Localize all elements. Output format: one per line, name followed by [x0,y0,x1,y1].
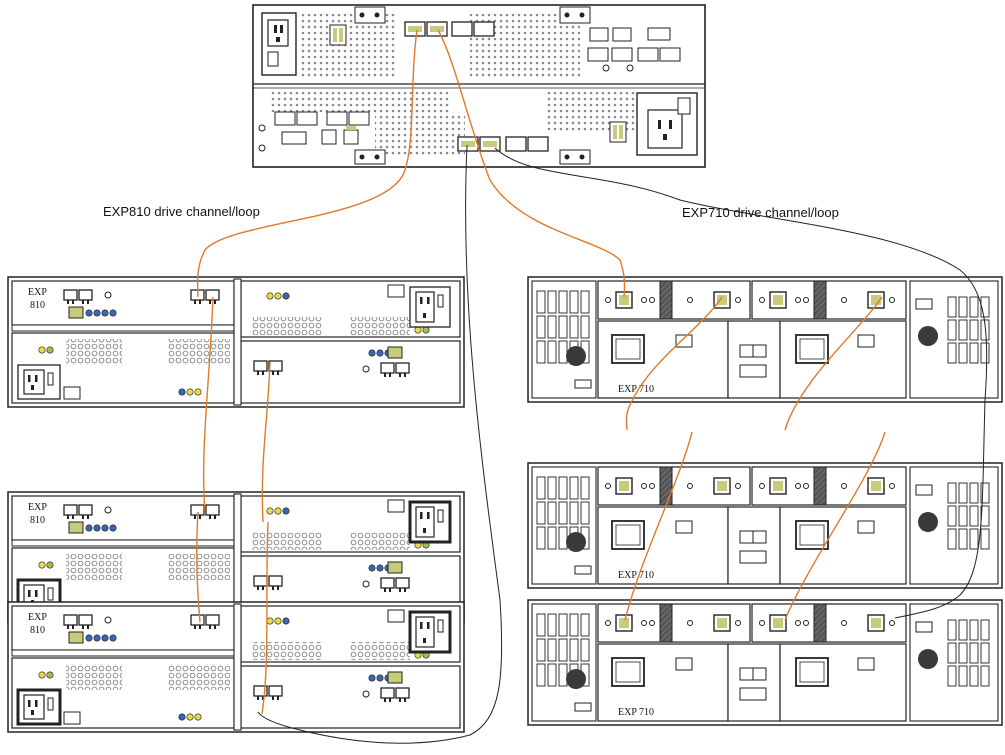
sfp-port-icon [615,477,633,495]
orange-cables [196,29,886,715]
power-connector-icon [261,12,297,76]
vent-grille-icon [947,619,990,687]
sfp-port-icon [769,614,787,632]
exp710-model-label: EXP 710 [618,384,654,395]
power-connector-icon [16,688,62,726]
power-connector-icon [408,500,452,544]
sfp-port-icon [713,614,731,632]
led-icon [38,634,202,721]
exp710-model-label: EXP 710 [618,570,654,581]
sfp-port-icon [63,504,410,592]
exp810-model-number: 810 [30,625,45,636]
exp810-enclosure: EXP 810 [7,276,465,408]
sfp-port-icon [713,291,731,309]
sfp-port-icon [867,614,885,632]
vent-grille-icon [536,476,590,550]
exp810-channel-label: EXP810 drive channel/loop [103,204,260,219]
vent-grille-icon [947,296,990,364]
led-icon [266,292,430,357]
exp810-model-number: 810 [30,300,45,311]
power-connector-icon [409,286,451,328]
sfp-port-icon [404,21,495,37]
black-cables [257,144,988,744]
sfp-port-icon [457,136,549,152]
sfp-port-icon [769,291,787,309]
vent-grille-icon [947,482,990,550]
led-icon [38,309,202,396]
exp810-model-label: EXP [28,612,47,623]
sfp-port-icon [867,477,885,495]
sfp-port-icon [615,614,633,632]
exp810-model-number: 810 [30,515,45,526]
sfp-port-icon [713,477,731,495]
power-connector-icon [408,610,452,654]
sfp-port-icon [769,477,787,495]
exp710-enclosure: EXP 710 [527,599,1003,726]
storage-controller [252,4,706,168]
exp710-enclosure: EXP 710 [527,276,1003,403]
exp810-model-label: EXP [28,287,47,298]
power-connector-icon [17,364,61,400]
exp710-model-label: EXP 710 [618,707,654,718]
exp710-enclosure: EXP 710 [527,462,1003,589]
exp810-model-label: EXP [28,502,47,513]
power-connector-icon [636,92,698,156]
exp810-enclosure: EXP 810 [7,601,465,733]
sfp-port-icon [867,291,885,309]
sfp-port-icon [63,614,410,702]
exp710-channel-label: EXP710 drive channel/loop [682,205,839,220]
